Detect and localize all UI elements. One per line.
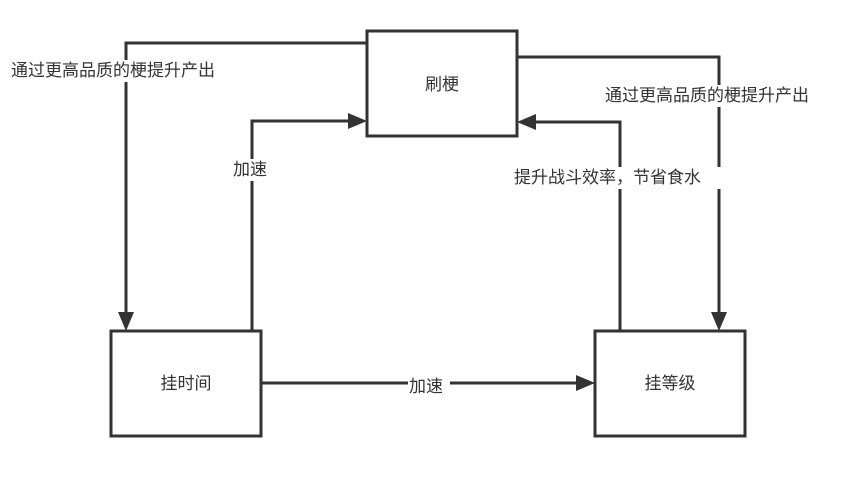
node-shuageng[interactable]: 刷梗 xyxy=(365,29,519,138)
edge-guadengji-to-shuageng xyxy=(532,120,622,331)
edge-label-shuageng-to-guadengji: 通过更高品质的梗提升产出 xyxy=(605,86,809,106)
arrowhead-right-icon xyxy=(576,375,595,391)
edge-guashijian-to-shuageng xyxy=(250,119,352,331)
edge-shuageng-to-guadengji xyxy=(517,55,721,316)
edge-label-shuageng-to-guashijian: 通过更高品质的梗提升产出 xyxy=(11,61,215,81)
node-guadengji[interactable]: 挂等级 xyxy=(593,329,747,438)
edge-shuageng-to-guashijian xyxy=(124,41,367,316)
label-background xyxy=(604,85,839,107)
node-label: 刷梗 xyxy=(425,75,459,95)
node-label: 挂时间 xyxy=(161,374,212,394)
arrowhead-down-icon xyxy=(118,312,134,331)
arrowhead-right-icon xyxy=(348,113,367,129)
edge-label-guashijian-to-shuageng: 加速 xyxy=(233,160,267,180)
label-background xyxy=(408,376,450,398)
label-background xyxy=(10,60,245,82)
arrowhead-down-icon xyxy=(711,312,727,331)
arrowhead-left-icon xyxy=(517,114,536,130)
label-background xyxy=(232,159,272,181)
label-background xyxy=(513,167,728,189)
edge-label-guashijian-to-guadengji: 加速 xyxy=(409,377,443,397)
node-guashijian[interactable]: 挂时间 xyxy=(109,329,263,438)
node-label: 挂等级 xyxy=(645,374,696,394)
edge-label-guadengji-to-shuageng: 提升战斗效率，节省食水 xyxy=(514,168,701,188)
